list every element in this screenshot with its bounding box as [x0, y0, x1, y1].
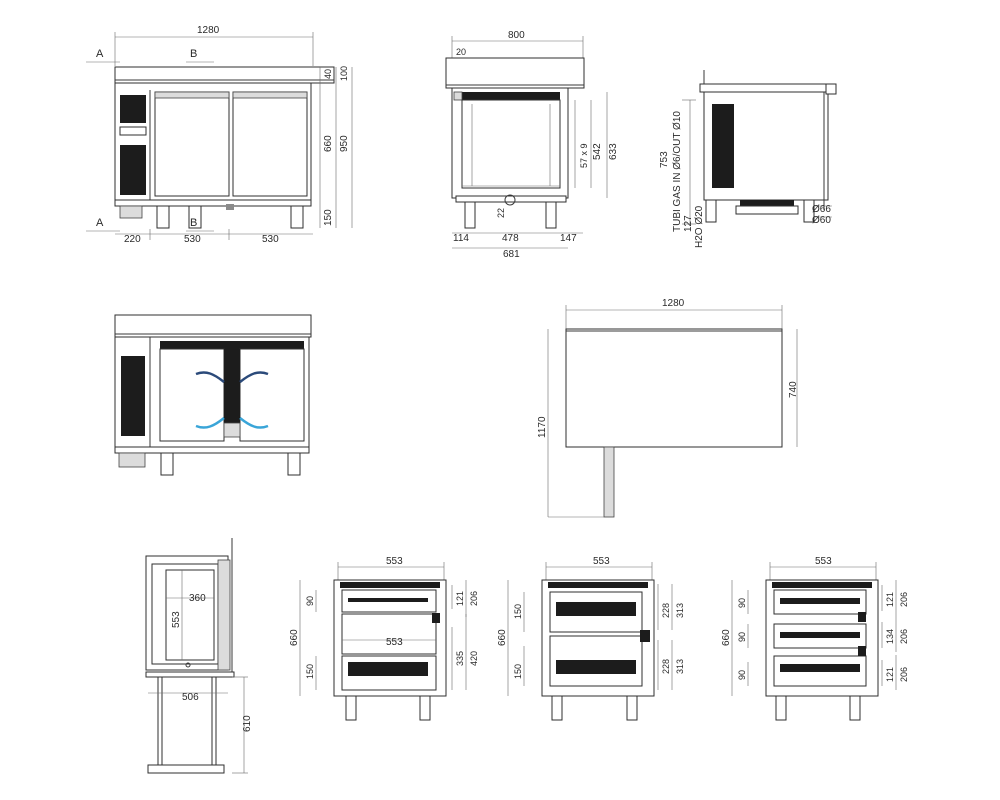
v1-mid-width: 553 — [386, 637, 403, 648]
front-top-thickness: 40 — [323, 69, 333, 79]
front-leg-height: 150 — [323, 209, 334, 226]
side-width-label: 800 — [508, 30, 525, 41]
v1-right-3: 335 — [455, 651, 465, 666]
v3-right-4: 206 — [899, 629, 909, 644]
drawer-variant-1: 553 553 660 90 150 121 206 335 420 — [289, 556, 479, 721]
front-left-module: 220 — [124, 234, 141, 245]
section-b-bottom: B — [190, 217, 197, 229]
v1-drawer-b: 150 — [305, 664, 315, 679]
rear-water-height: 127 — [683, 215, 694, 232]
v3-drawer-c: 90 — [737, 670, 747, 680]
v1-height: 660 — [289, 629, 300, 646]
plan-depth: 740 — [788, 381, 799, 398]
front-door-2: 530 — [262, 234, 279, 245]
plan-width: 1280 — [662, 298, 685, 309]
v1-drawer-a: 90 — [305, 596, 315, 606]
drawer-side-section: 360 553 506 610 — [145, 538, 253, 774]
front-door-1: 530 — [184, 234, 201, 245]
rear-diameter-60: Ø60 — [812, 215, 831, 226]
v3-top-width: 553 — [815, 556, 832, 567]
v3-right-6: 206 — [899, 667, 909, 682]
side-compartment-height: 633 — [608, 143, 619, 160]
v3-right-2: 206 — [899, 592, 909, 607]
v1-top-width: 553 — [386, 556, 403, 567]
v2-right-4: 313 — [675, 659, 685, 674]
side-section: 800 20 57 x 9 542 633 22 114 478 147 681 — [445, 30, 619, 260]
v2-drawer-b: 150 — [513, 664, 523, 679]
side-offset-label: 20 — [456, 47, 466, 57]
drawer-inner-width: 360 — [189, 593, 206, 604]
v1-right-2: 206 — [469, 591, 479, 606]
v3-height: 660 — [721, 629, 732, 646]
section-a-top: A — [96, 48, 104, 60]
v2-right-1: 228 — [661, 603, 671, 618]
side-total-depth: 681 — [503, 249, 520, 260]
front-total-height: 950 — [339, 135, 350, 152]
section-b-top: B — [190, 48, 197, 60]
v3-right-5: 121 — [885, 667, 895, 682]
side-inner-depth: 478 — [502, 233, 519, 244]
rear-view: 753 TUBI GAS IN Ø6/OUT Ø10 127 H2O Ø20 Ø… — [659, 70, 837, 248]
v2-height: 660 — [497, 629, 508, 646]
v3-right-3: 134 — [885, 629, 895, 644]
section-a-bottom: A — [96, 217, 104, 229]
rear-water-pipe: H2O Ø20 — [694, 205, 705, 248]
plan-view: 1280 740 1170 — [537, 298, 799, 518]
v2-drawer-a: 150 — [513, 604, 523, 619]
front-elevation: 1280 A B A B 220 530 530 40 — [86, 25, 353, 245]
v2-right-3: 228 — [661, 659, 671, 674]
v1-right-4: 420 — [469, 651, 479, 666]
drawer-inner-height: 553 — [171, 611, 182, 628]
v2-right-2: 313 — [675, 603, 685, 618]
v2-top-width: 553 — [593, 556, 610, 567]
airflow-section — [114, 314, 312, 476]
front-width-label: 1280 — [197, 25, 220, 36]
rear-height: 753 — [659, 151, 670, 168]
drawer-leg-height: 610 — [242, 715, 253, 732]
drawer-variant-2: 553 660 150 150 228 313 228 313 — [497, 556, 685, 721]
front-top-height: 100 — [339, 66, 349, 81]
v3-drawer-b: 90 — [737, 632, 747, 642]
front-body-height: 660 — [323, 135, 334, 152]
rear-gas-pipes: TUBI GAS IN Ø6/OUT Ø10 — [672, 111, 683, 232]
v1-right-1: 121 — [455, 591, 465, 606]
plan-open-depth: 1170 — [537, 416, 548, 438]
side-shelf-pitch: 57 x 9 — [579, 143, 589, 168]
side-front-offset: 114 — [453, 233, 469, 244]
side-leg-label: 22 — [496, 208, 506, 218]
v3-drawer-a: 90 — [737, 598, 747, 608]
drawer-extension: 506 — [182, 692, 199, 703]
side-rear-offset: 147 — [560, 233, 577, 244]
side-inner-height: 542 — [592, 143, 603, 160]
drawer-variant-3: 553 660 90 90 90 121 206 134 206 121 206 — [721, 556, 909, 721]
rear-diameter-66: Ø66 — [812, 204, 831, 215]
v3-right-1: 121 — [885, 592, 895, 607]
